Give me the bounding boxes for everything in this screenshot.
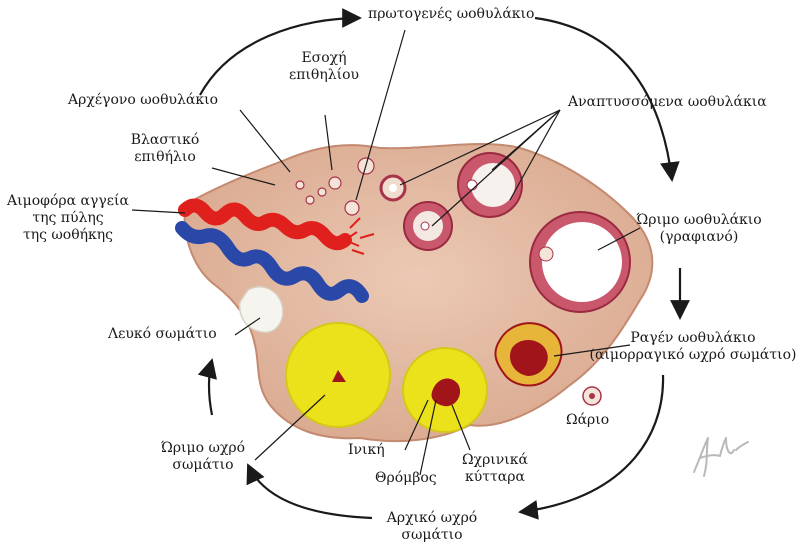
mature-corpus-luteum xyxy=(286,323,390,427)
label-hilar-vessels: Αιμοφόρα αγγεία της πύλης της ωοθήκης xyxy=(0,193,136,244)
graafian-follicle xyxy=(530,212,630,312)
label-clot: Θρόμβος xyxy=(375,470,437,487)
label-mature-corpus-luteum-line2: σωμάτιο xyxy=(148,457,258,474)
label-lutein-cells-line2: κύτταρα xyxy=(455,469,535,486)
label-epithelial-invagination-line2: επιθηλίου xyxy=(288,67,360,84)
early-corpus-luteum xyxy=(403,348,487,432)
label-ruptured-follicle-line2: (αιμορραγικό ωχρό σωμάτιο) xyxy=(588,347,798,364)
label-hilar-vessels-line3: της ωοθήκης xyxy=(0,227,136,244)
label-early-corpus-luteum: Αρχικό ωχρό σωμάτιο xyxy=(376,510,488,544)
label-early-corpus-luteum-line2: σωμάτιο xyxy=(376,527,488,544)
label-developing-follicles: Αναπτυσσόμενα ωοθυλάκια xyxy=(568,94,767,111)
label-hilar-vessels-line1: Αιμοφόρα αγγεία xyxy=(0,193,136,210)
label-ruptured-follicle-line1: Ραγέν ωοθυλάκιο xyxy=(588,330,798,347)
label-epithelial-invagination: Εσοχή επιθηλίου xyxy=(288,50,360,84)
corpus-albicans xyxy=(240,287,283,333)
label-mature-corpus-luteum: Ώριμο ωχρό σωμάτιο xyxy=(148,440,258,474)
label-lutein-cells: Ωχρινικά κύτταρα xyxy=(455,452,535,486)
label-germinal-epithelium-line1: Βλαστικό xyxy=(122,132,208,149)
label-fibrin: Ινική xyxy=(348,442,385,459)
label-lutein-cells-line1: Ωχρινικά xyxy=(455,452,535,469)
label-hilar-vessels-line2: της πύλης xyxy=(0,210,136,227)
label-primordial-follicle-top: πρωτογενές ωοθυλάκιο xyxy=(368,6,534,23)
label-mature-follicle-line1: Ώριμο ωοθυλάκιο xyxy=(634,212,764,229)
label-corpus-albicans: Λευκό σωμάτιο xyxy=(108,326,217,343)
label-primordial-follicle: Αρχέγονο ωοθυλάκιο xyxy=(68,92,218,109)
label-mature-follicle-line2: (γραφιανό) xyxy=(634,229,764,246)
label-epithelial-invagination-line1: Εσοχή xyxy=(288,50,360,67)
label-mature-corpus-luteum-line1: Ώριμο ωχρό xyxy=(148,440,258,457)
label-germinal-epithelium-line2: επιθήλιο xyxy=(122,149,208,166)
artist-signature xyxy=(686,428,756,486)
label-mature-follicle: Ώριμο ωοθυλάκιο (γραφιανό) xyxy=(634,212,764,246)
label-early-corpus-luteum-line1: Αρχικό ωχρό xyxy=(376,510,488,527)
ovum xyxy=(583,387,601,405)
label-ruptured-follicle: Ραγέν ωοθυλάκιο (αιμορραγικό ωχρό σωμάτι… xyxy=(588,330,798,364)
ruptured-follicle xyxy=(495,323,561,385)
label-ovum: Ωάριο xyxy=(566,412,609,429)
label-germinal-epithelium: Βλαστικό επιθήλιο xyxy=(122,132,208,166)
cycle-arrow-bottom-left xyxy=(248,465,372,518)
cycle-arrow-left-up xyxy=(209,360,212,415)
